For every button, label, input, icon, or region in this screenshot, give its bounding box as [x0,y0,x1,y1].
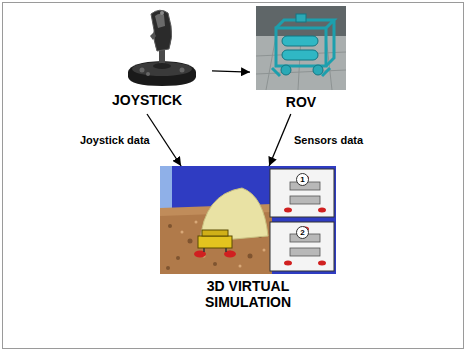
simulation-illustration [160,166,336,274]
arrow-connector [147,114,181,166]
arrow-connector [212,71,250,72]
node-label: JOYSTICK [97,92,197,108]
callout-number: 2 [296,226,309,239]
rov-illustration [256,6,346,90]
callout-number: 1 [296,173,309,186]
edge-label: Joystick data [78,134,152,147]
arrow-connector [269,114,291,166]
image-node: 3D VIRTUAL SIMULATION [160,166,336,316]
node-label: 3D VIRTUAL SIMULATION [193,278,303,310]
image-node: JOYSTICK [82,6,212,114]
node-label: ROV [250,94,352,110]
edge-label: Sensors data [292,134,365,147]
frame-border [3,3,464,349]
image-node: ROV [250,6,352,114]
joystick-illustration [122,6,202,88]
